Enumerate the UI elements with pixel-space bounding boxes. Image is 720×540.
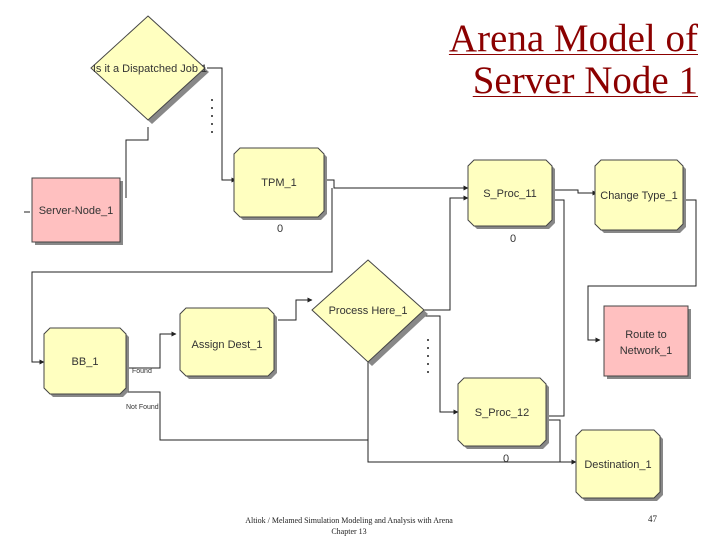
connector-tpm-sproc11 [322, 179, 469, 191]
tpm-shape [233, 147, 325, 218]
connector-process-sproc11 [424, 195, 469, 311]
assign-dest-label: Assign Dest_1 [192, 339, 263, 351]
destination-module[interactable]: Destination_1 [575, 429, 663, 501]
destination-shape [575, 429, 661, 499]
decide-dispatched-job[interactable]: Is it a Dispatched Job 1 [90, 15, 209, 124]
destination-label: Destination_1 [584, 459, 651, 471]
connector-sproc11-down [548, 199, 565, 417]
connector-decide-tpm [207, 67, 237, 183]
route-to-network-shape [603, 305, 689, 377]
s-proc-12-label: S_Proc_12 [475, 407, 529, 419]
tpm-counter: 0 [277, 223, 283, 235]
footer-line-2: Chapter 13 [331, 527, 367, 536]
route-to-network-label-2: Network_1 [620, 345, 673, 357]
decide-dispatched-label: Is it a Dispatched Job 1 [93, 63, 207, 75]
bb-shape [43, 327, 127, 395]
connector-sproc11-change [550, 189, 598, 196]
not-found-label: Not Found [126, 404, 159, 411]
tpm-module[interactable]: TPM_1 [233, 147, 327, 220]
footer-line-1: Altiok / Melamed Simulation Modeling and… [245, 516, 453, 525]
route-to-network-module[interactable]: Route to Network_1 [603, 305, 691, 379]
bb-module[interactable]: BB_1 [43, 327, 129, 397]
connector-assign-process [278, 297, 313, 321]
s-proc-11-shape [467, 159, 553, 227]
s-proc-11-module[interactable]: S_Proc_11 [467, 159, 555, 229]
decide-process-here-label: Process Here_1 [329, 305, 408, 317]
connector-bb-assign [126, 331, 177, 369]
slide-title: Arena Model of Server Node 1 [398, 18, 698, 102]
footer: Altiok / Melamed Simulation Modeling and… [208, 515, 490, 537]
connectors [24, 67, 697, 465]
title-line-2: Server Node 1 [472, 59, 698, 102]
connector-process-sproc12 [424, 315, 459, 415]
dotted-markers [211, 99, 429, 373]
change-type-shape [594, 159, 684, 231]
server-node-shape [31, 177, 121, 243]
server-node-label: Server-Node_1 [39, 205, 114, 217]
s-proc-11-label: S_Proc_11 [483, 188, 537, 200]
change-type-label: Change Type_1 [600, 190, 677, 202]
connector-loop-bb [31, 188, 333, 365]
decide-dispatched-shape [90, 15, 206, 121]
page-number: 47 [648, 514, 657, 524]
connector-bb-notfound [126, 360, 369, 441]
title-line-1: Arena Model of [448, 17, 698, 60]
assign-dest-module[interactable]: Assign Dest_1 [179, 307, 277, 379]
s-proc-12-shape [457, 377, 547, 447]
s-proc-11-counter: 0 [510, 233, 516, 245]
decide-process-here-shape [311, 259, 425, 363]
tpm-label: TPM_1 [261, 177, 296, 189]
s-proc-12-module[interactable]: S_Proc_12 [457, 377, 549, 449]
decide-process-here[interactable]: Process Here_1 [311, 259, 428, 366]
found-label: Found [132, 368, 152, 375]
connector-to-destination [367, 440, 577, 465]
connector-decide-server [125, 127, 149, 198]
bb-label: BB_1 [72, 356, 99, 368]
server-node-module[interactable]: Server-Node_1 [31, 177, 123, 245]
connector-change-route [587, 199, 697, 343]
connector-sproc12-destination [546, 419, 561, 462]
assign-dest-shape [179, 307, 275, 377]
s-proc-12-counter: 0 [503, 453, 509, 465]
change-type-module[interactable]: Change Type_1 [594, 159, 686, 233]
route-to-network-label-1: Route to [625, 329, 667, 341]
